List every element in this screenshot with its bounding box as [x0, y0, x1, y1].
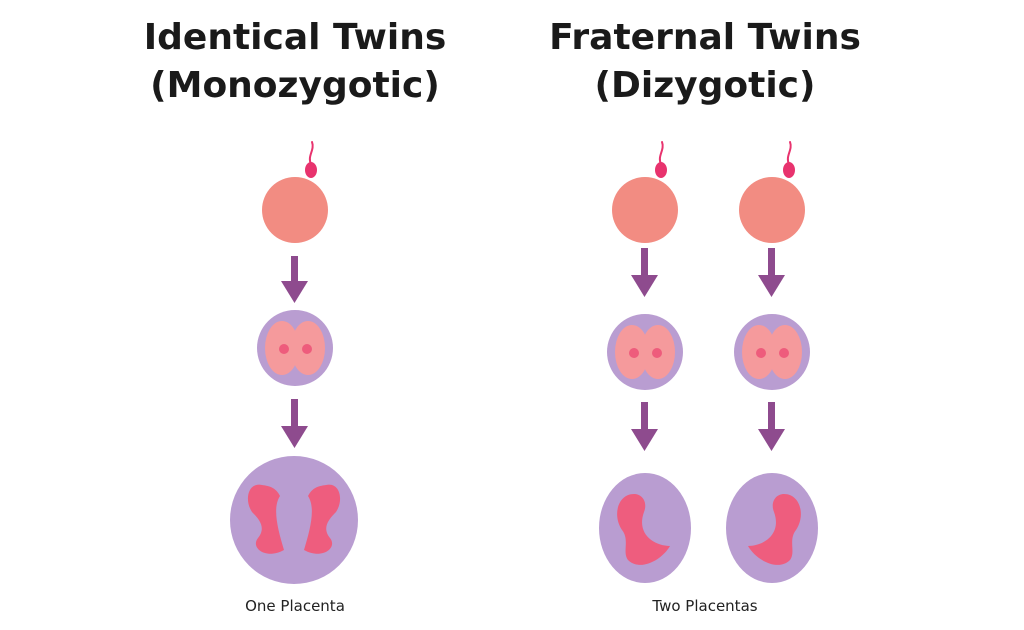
- fertilization-stage: [612, 141, 678, 243]
- sperm-head: [655, 162, 667, 178]
- one-placenta: [230, 456, 358, 584]
- right-embryo: [304, 484, 341, 554]
- one-placenta-caption: One Placenta: [245, 597, 345, 615]
- sperm-tail: [786, 141, 792, 165]
- identical-twins-title: Identical Twins (Monozygotic): [100, 14, 490, 110]
- left-nucleus: [756, 348, 766, 358]
- fraternal-column-2: [726, 141, 818, 583]
- left-embryo: [247, 484, 284, 554]
- arrow-down: [758, 248, 785, 297]
- arrow-down: [281, 399, 308, 448]
- fertilization-stage: [739, 141, 805, 243]
- identical-title-line2: (Monozygotic): [150, 65, 440, 106]
- left-nucleus: [629, 348, 639, 358]
- identical-title-line1: Identical Twins: [143, 17, 447, 58]
- sperm-head: [305, 162, 317, 178]
- two-placentas-caption: Two Placentas: [652, 597, 758, 615]
- placenta-1: [599, 473, 691, 583]
- two-cell-stage: [734, 314, 810, 390]
- embryo: [617, 494, 670, 565]
- two-cell-stage: [257, 310, 333, 386]
- left-nucleus: [279, 344, 289, 354]
- right-nucleus: [302, 344, 312, 354]
- two-cell-stage: [607, 314, 683, 390]
- arrow-down: [758, 402, 785, 451]
- placenta-membrane: [726, 473, 818, 583]
- arrow-down: [631, 248, 658, 297]
- arrow-down: [281, 256, 308, 303]
- fertilization-stage: [262, 141, 328, 243]
- right-nucleus: [652, 348, 662, 358]
- fraternal-title-line1: Fraternal Twins: [549, 17, 861, 58]
- fraternal-column-1: [599, 141, 691, 583]
- egg-cell: [739, 177, 805, 243]
- fraternal-title-line2: (Dizygotic): [594, 65, 816, 106]
- embryo: [748, 494, 801, 565]
- sperm-head: [783, 162, 795, 178]
- fraternal-twins-title: Fraternal Twins (Dizygotic): [500, 14, 910, 110]
- identical-column: [230, 141, 358, 584]
- arrow-down: [631, 402, 658, 451]
- placenta-membrane: [599, 473, 691, 583]
- egg-cell: [612, 177, 678, 243]
- egg-cell: [262, 177, 328, 243]
- placenta-membrane: [230, 456, 358, 584]
- right-nucleus: [779, 348, 789, 358]
- sperm-tail: [308, 141, 314, 165]
- sperm-tail: [658, 141, 664, 165]
- placenta-2: [726, 473, 818, 583]
